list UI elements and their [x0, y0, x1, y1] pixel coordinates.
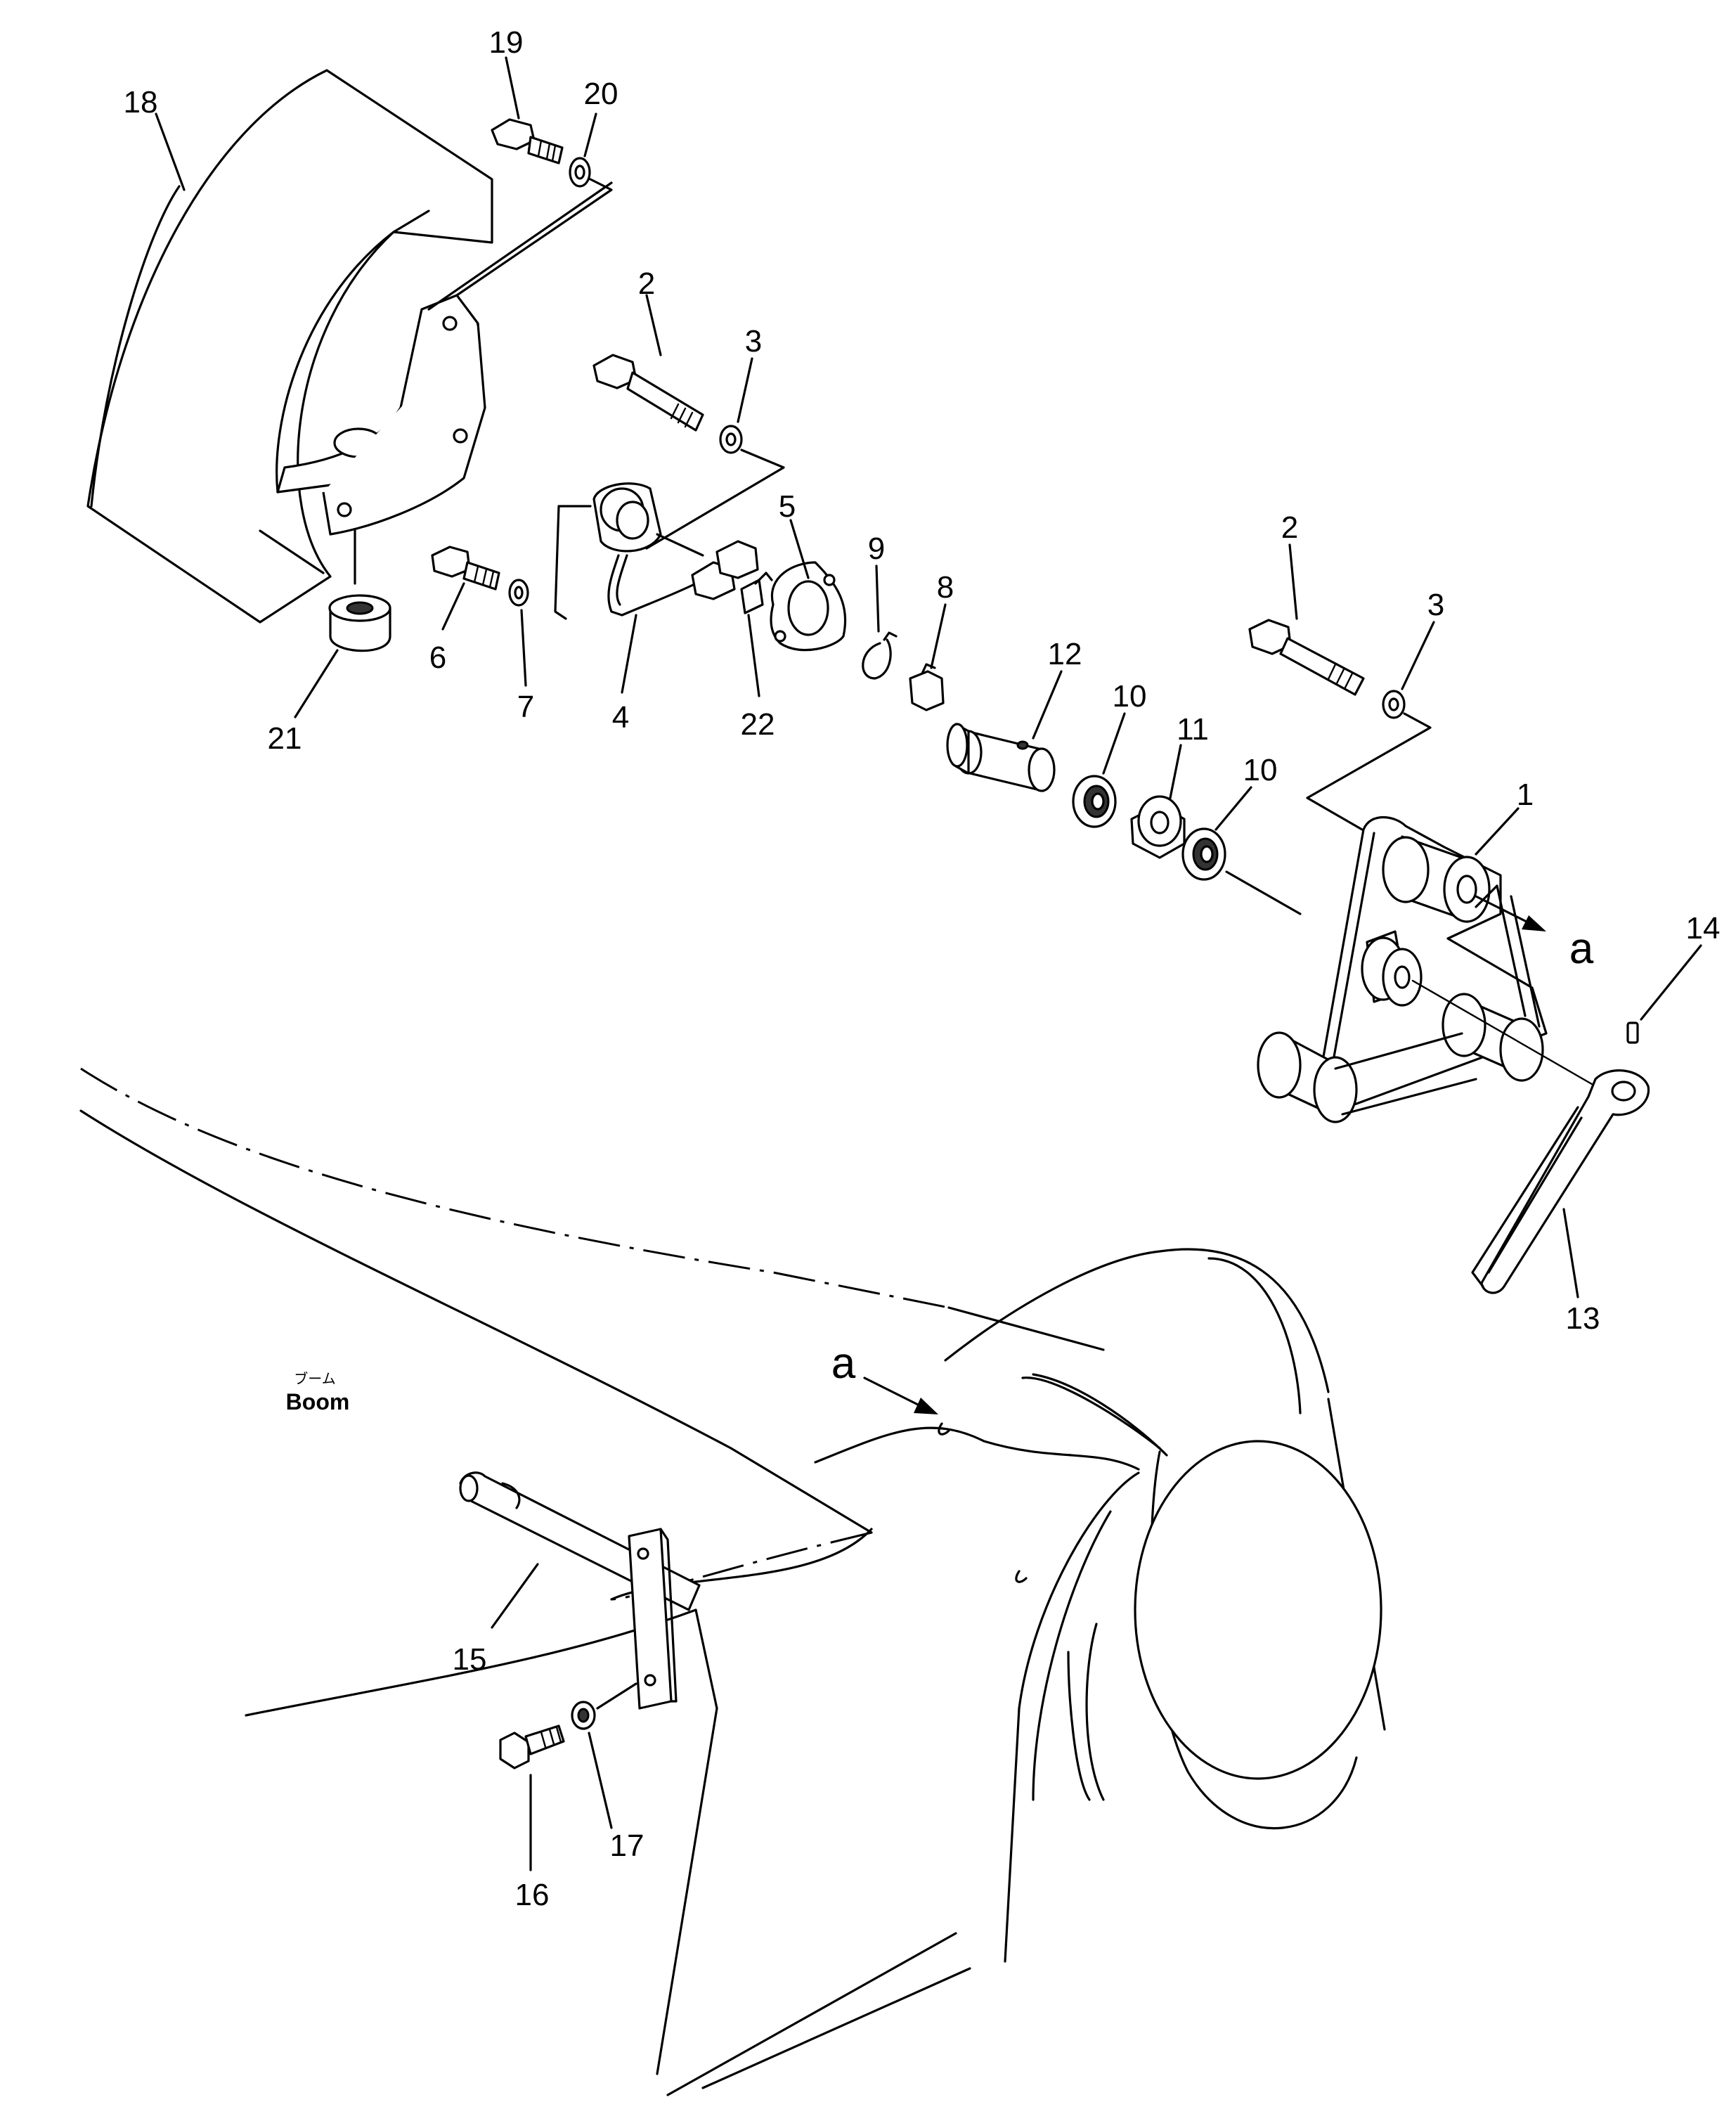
bolt-part-16: [499, 1724, 565, 1769]
callout-11: 11: [1177, 712, 1209, 747]
snap-ring-part-9: [862, 631, 898, 680]
bearing-part-10-right: [1181, 827, 1226, 881]
callout-19: 19: [489, 25, 524, 60]
callout-7: 7: [517, 690, 534, 724]
bolt-part-2-right: [1248, 619, 1365, 696]
callout-10-right: 10: [1243, 753, 1278, 787]
pin-part-14: [1626, 1021, 1639, 1044]
sensor-part-4: [592, 482, 759, 617]
boom-label-japanese: ブーム: [294, 1370, 335, 1387]
callout-3-right: 3: [1427, 588, 1444, 622]
reference-letter-a-in: a: [831, 1339, 856, 1388]
callout-12: 12: [1048, 637, 1082, 671]
callout-20: 20: [584, 77, 618, 111]
callout-4: 4: [612, 700, 629, 735]
bolt-part-6: [431, 546, 500, 591]
bolt-part-2-upper: [592, 354, 704, 432]
callout-14: 14: [1686, 911, 1721, 946]
washer-part-7: [508, 579, 529, 607]
grommet-part-21: [328, 594, 391, 652]
callout-6: 6: [429, 640, 446, 675]
shaft-part-12: [946, 723, 1056, 792]
callout-15: 15: [453, 1642, 487, 1677]
callout-10-left: 10: [1113, 679, 1147, 714]
washer-part-3-right: [1382, 690, 1406, 719]
lever-part-13: [1471, 1069, 1650, 1294]
callout-18: 18: [124, 85, 158, 120]
part-8: [909, 663, 945, 711]
boom-structure: [79, 1067, 1386, 2096]
bearing-part-10-left: [1072, 775, 1117, 828]
callout-2-right: 2: [1281, 510, 1298, 545]
callout-13: 13: [1566, 1301, 1600, 1336]
bolt-part-19: [491, 118, 564, 165]
reference-letter-a-out: a: [1569, 924, 1594, 973]
callout-17: 17: [610, 1829, 644, 1863]
callout-9: 9: [868, 531, 885, 566]
pin-part-15: [459, 1471, 701, 1710]
washer-part-17: [571, 1701, 596, 1730]
callout-numbers: 18 19 20 21 2 3 6 7 4 22 5 9 8 12 10 11 …: [124, 25, 1721, 1912]
gasket-part-5: [770, 561, 847, 652]
bracket-part-1: [1257, 815, 1597, 1123]
leader-lines: [155, 56, 1702, 1871]
reference-arrow-a-out: [1475, 895, 1546, 931]
callout-22: 22: [741, 707, 775, 742]
callout-1: 1: [1517, 778, 1534, 812]
callout-5: 5: [779, 489, 796, 524]
clip-part-22: [740, 572, 773, 614]
callout-8: 8: [937, 570, 954, 605]
callout-21: 21: [268, 721, 302, 756]
callout-3-upper: 3: [745, 324, 762, 359]
boom-label-english: Boom: [286, 1389, 350, 1414]
callout-16: 16: [515, 1878, 550, 1912]
spacer-part-11: [1130, 795, 1186, 859]
washer-part-20: [569, 157, 591, 188]
washer-part-3-upper: [719, 425, 743, 454]
cover-part-18: [86, 69, 613, 624]
reference-arrow-a-in: [863, 1376, 938, 1414]
callout-2-upper: 2: [638, 266, 655, 301]
